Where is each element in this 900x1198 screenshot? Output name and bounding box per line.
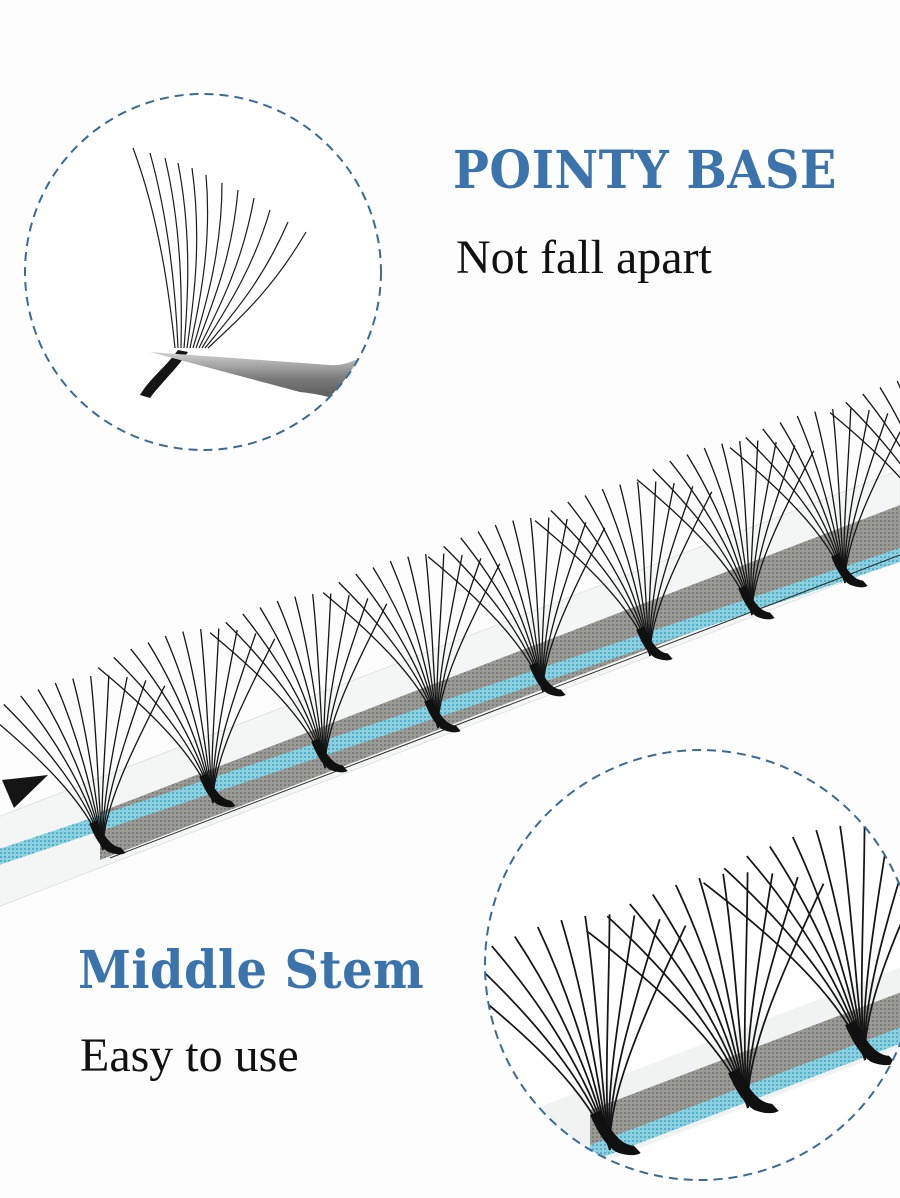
pointy-base-subtitle: Not fall apart [456,231,712,284]
pointy-base-heading: POINTY BASE [453,140,837,201]
bottom-detail-circle [484,749,900,1181]
top-detail-circle [24,93,382,451]
lash-strip-main [0,363,900,907]
middle-stem-subtitle: Easy to use [80,1029,299,1082]
middle-stem-heading: Middle Stem [78,940,425,1001]
